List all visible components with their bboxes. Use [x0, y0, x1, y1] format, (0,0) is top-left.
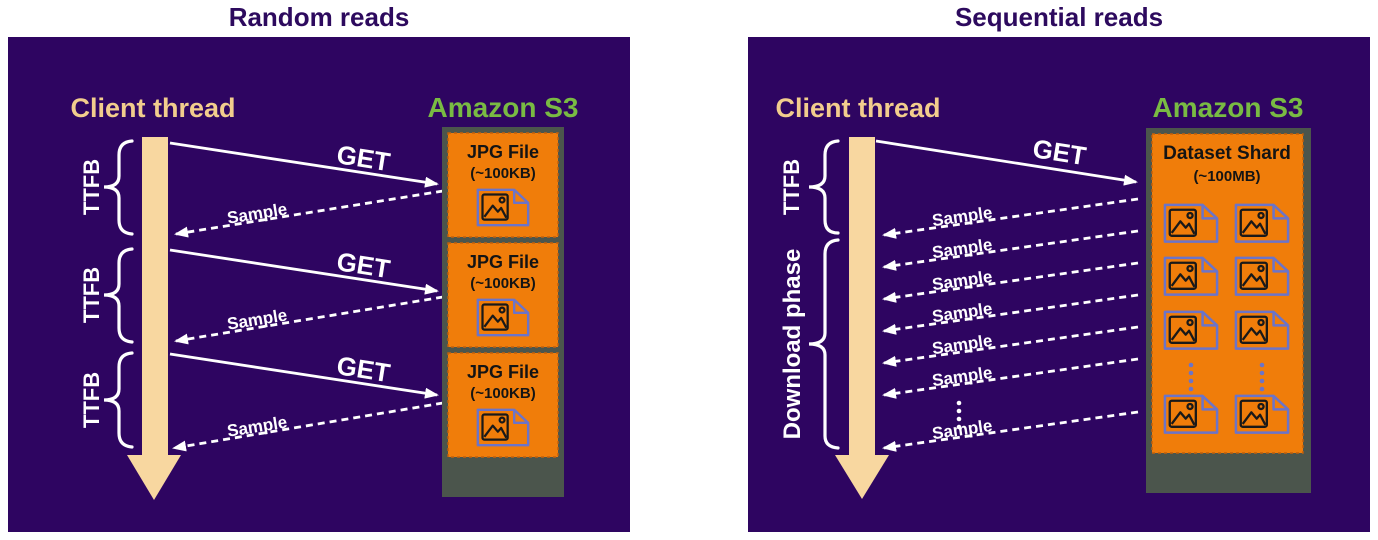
sequential-reads-title: Sequential reads [954, 2, 1164, 32]
random-reads-panel: Client thread Amazon S3 TTFB TTFB TTFB G… [8, 37, 630, 532]
sample-arrow-2-icon [882, 229, 1139, 271]
ttfb-label-1: TTFB [79, 159, 104, 215]
sample-arrow-5-icon [882, 325, 1139, 367]
ttfb-label-2: TTFB [79, 267, 104, 323]
sample-arrow-3-icon [172, 401, 444, 452]
jpg-file-box-1: JPG File (~100KB) [447, 132, 559, 238]
jpg-file-box-3: JPG File (~100KB) [447, 352, 559, 458]
sample-arrow-2-icon [174, 295, 444, 345]
ttfb-brace-1-icon [103, 139, 134, 236]
thread-arrowhead [835, 455, 889, 499]
jpg-file-name-2: JPG File [467, 252, 539, 272]
jpg-file-name-1: JPG File [467, 142, 539, 162]
jpg-file-name-3: JPG File [467, 362, 539, 382]
dataset-shard-name: Dataset Shard [1163, 143, 1291, 164]
sample-arrow-1-icon [882, 197, 1139, 239]
dataset-shard-box: Dataset Shard (~100MB) [1151, 133, 1304, 454]
thread-bar [142, 137, 168, 455]
dataset-shard-size: (~100MB) [1193, 168, 1260, 185]
download-phase-brace-icon [808, 238, 840, 450]
ttfb-brace-3-icon [103, 351, 134, 449]
ttfb-label-3: TTFB [79, 372, 104, 428]
thread-bar [849, 137, 875, 455]
random-reads-title: Random reads [228, 2, 410, 32]
get-arrow-icon [875, 139, 1138, 186]
ttfb-label: TTFB [779, 159, 804, 215]
jpg-file-size-3: (~100KB) [470, 385, 535, 402]
client-thread-arrow-icon [835, 137, 889, 499]
amazon-s3-label: Amazon S3 [428, 92, 579, 123]
sample-arrow-4-icon [882, 293, 1139, 335]
download-phase-label: Download phase [779, 249, 806, 440]
jpg-file-box-2: JPG File (~100KB) [447, 242, 559, 348]
sequential-reads-panel: Client thread Amazon S3 TTFB Download ph… [748, 37, 1370, 532]
more-samples-ellipsis-icon [956, 400, 962, 430]
sample-arrow-7-icon [882, 410, 1139, 452]
get-arrow-1-icon [169, 141, 439, 188]
jpg-file-size-1: (~100KB) [470, 165, 535, 182]
jpg-file-size-2: (~100KB) [470, 275, 535, 292]
amazon-s3-label: Amazon S3 [1153, 92, 1304, 123]
get-arrow-3-icon [169, 352, 439, 399]
sample-arrow-1-icon [174, 189, 444, 238]
more-files-ellipsis-right-icon [1259, 362, 1265, 392]
ttfb-brace-icon [808, 139, 840, 235]
client-thread-label: Client thread [70, 93, 235, 123]
more-files-ellipsis-left-icon [1188, 362, 1194, 392]
get-arrow-2-icon [169, 248, 439, 295]
shard-image-grid [1163, 203, 1290, 434]
client-thread-label: Client thread [775, 93, 940, 123]
ttfb-brace-2-icon [103, 247, 134, 344]
sample-arrow-6-icon [882, 357, 1139, 399]
client-thread-arrow-icon [127, 137, 181, 500]
sample-arrow-3-icon [882, 261, 1139, 303]
thread-arrowhead [127, 455, 181, 500]
